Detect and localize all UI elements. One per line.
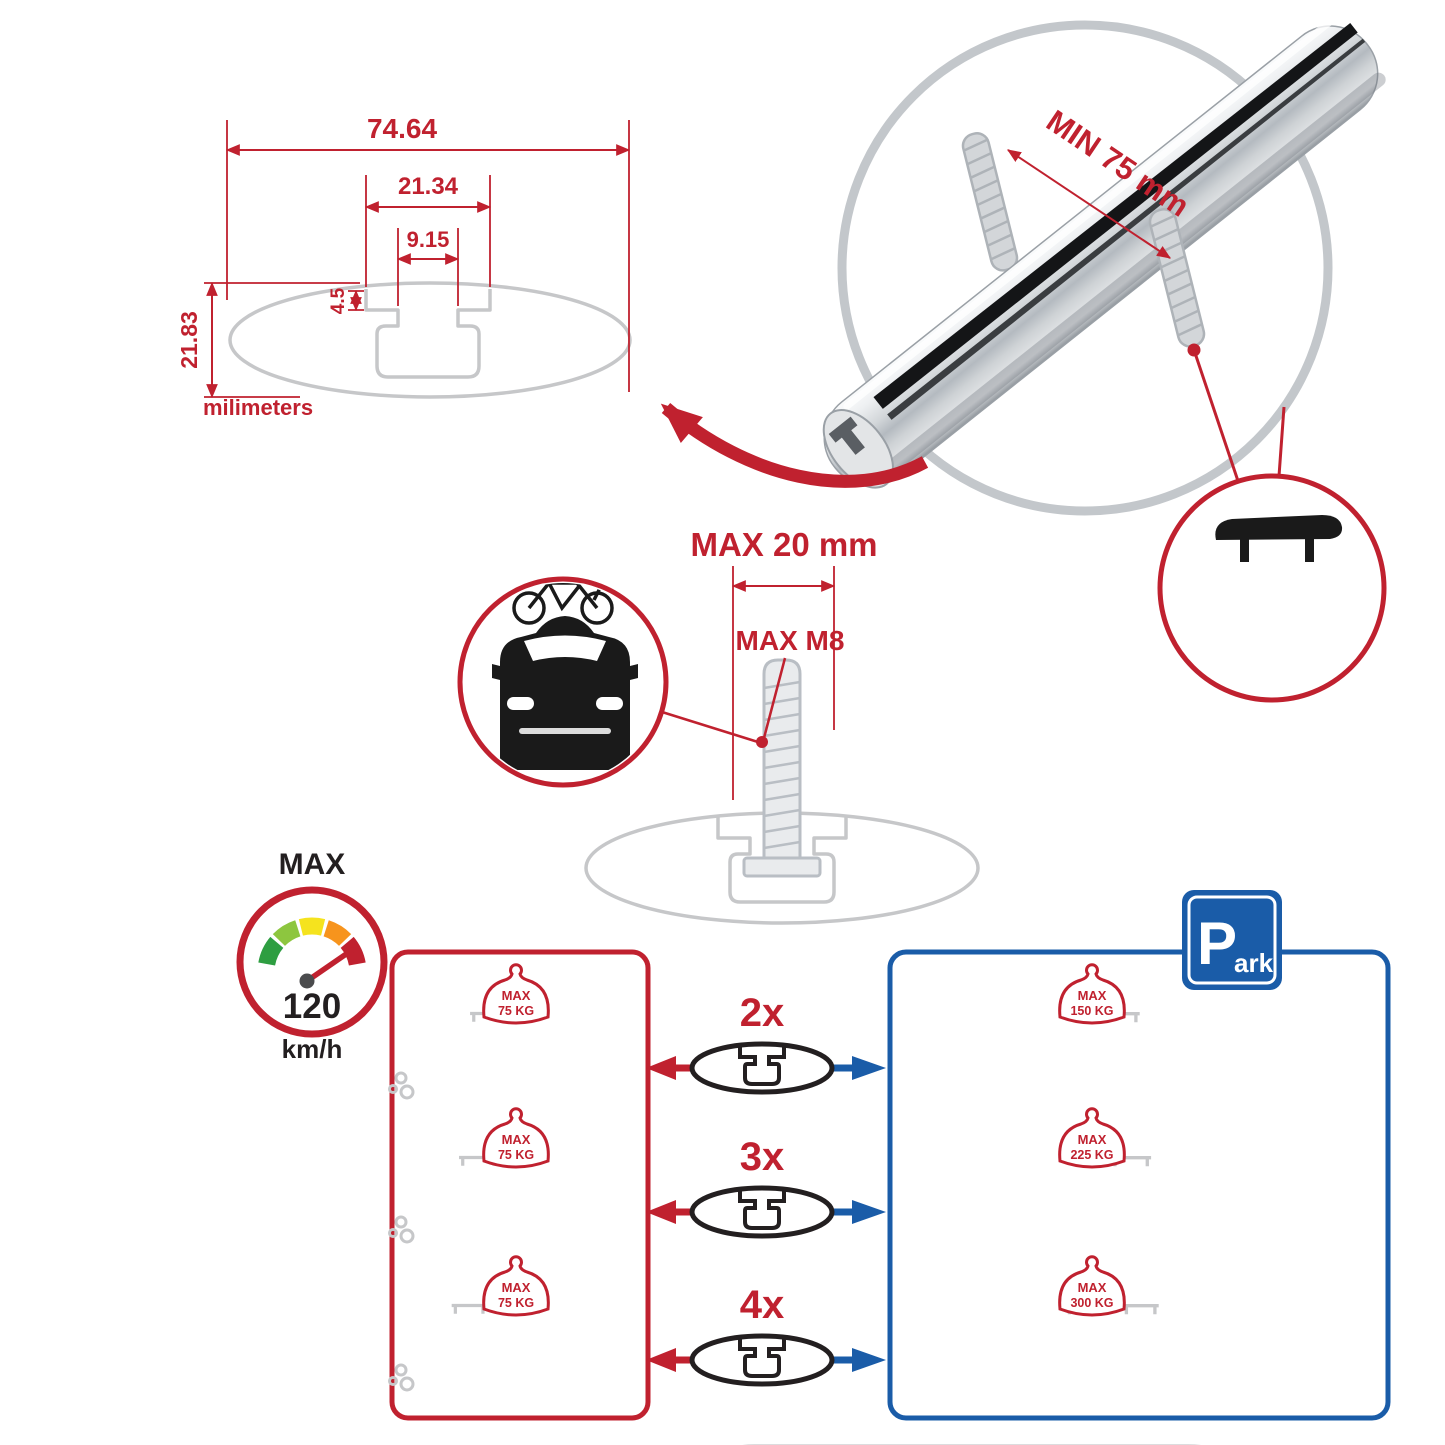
cross-section-drawing: 74.64 21.34 9.15 4.5 21.83 milimeters xyxy=(176,113,632,420)
roof-load-badge-driving-3: MAX 75 KG xyxy=(482,1255,550,1317)
speedometer-ring xyxy=(236,886,388,1038)
thread-leader-lines xyxy=(661,657,787,744)
svg-text:75 KG: 75 KG xyxy=(498,1004,534,1018)
svg-text:MAX: MAX xyxy=(1078,988,1107,1003)
roof-load-badge-driving-2: MAX 75 KG xyxy=(482,1107,550,1169)
row-multiplier-3: 4x xyxy=(740,1283,785,1327)
svg-text:MAX: MAX xyxy=(1078,1280,1107,1295)
park-sign: P ark xyxy=(1182,890,1282,990)
dim-channel-width: 21.34 xyxy=(364,173,492,287)
svg-text:MAX: MAX xyxy=(502,1280,531,1295)
speed-value: 120 xyxy=(283,987,341,1026)
thread-callout-dot xyxy=(756,736,768,748)
row-multiplier-1: 2x xyxy=(740,991,785,1035)
driving-panel xyxy=(389,949,651,1421)
dim-slot-width-value: 9.15 xyxy=(407,227,450,252)
row-multiplier-2: 3x xyxy=(740,1135,785,1179)
speed-units: km/h xyxy=(282,1034,343,1064)
roof-load-badge-driving-1: MAX 75 KG xyxy=(482,963,550,1025)
crossbar-count-icon-row-3 xyxy=(646,1336,886,1384)
dim-channel-width-value: 21.34 xyxy=(398,173,459,200)
curved-arrow xyxy=(660,403,929,488)
threaded-bolt-icon xyxy=(742,658,822,878)
dim-slot-width: 9.15 xyxy=(396,227,460,306)
aluminum-crossbar xyxy=(822,14,1386,489)
max-length-label: MAX 20 mm xyxy=(690,526,877,563)
car-front-icon xyxy=(492,616,638,770)
dim-total-width: 74.64 xyxy=(225,113,631,392)
dim-total-width-value: 74.64 xyxy=(367,113,437,144)
callout-connectors xyxy=(1192,349,1286,482)
svg-text:300 KG: 300 KG xyxy=(1070,1296,1113,1310)
dim-max-length: MAX 20 mm xyxy=(690,526,878,800)
dim-lip-height: 4.5 xyxy=(328,287,364,314)
crossbar-count-icon-row-2 xyxy=(646,1188,886,1236)
svg-text:150 KG: 150 KG xyxy=(1070,1004,1113,1018)
svg-text:75 KG: 75 KG xyxy=(498,1148,534,1162)
svg-text:MAX: MAX xyxy=(502,1132,531,1147)
speedometer-needle xyxy=(304,947,355,984)
crossbar-count-icon-row-1 xyxy=(646,1044,886,1092)
speedometer: MAX 120 km/h xyxy=(236,848,388,1064)
suv-roofbox-circle xyxy=(1157,473,1387,703)
bolt-dimension-section: MAX 20 mm MAX M8 xyxy=(457,526,980,925)
car-bike-callout xyxy=(457,576,669,788)
park-sign-letter: P xyxy=(1197,910,1237,977)
speed-max-label: MAX xyxy=(279,848,346,881)
bike-icon xyxy=(512,583,614,625)
speedometer-pivot xyxy=(299,973,315,989)
speedometer-gauge-icon xyxy=(258,917,366,966)
units-label: milimeters xyxy=(203,395,313,420)
max-thread-label: MAX M8 xyxy=(736,625,845,656)
roof-load-badge-parked-3: MAX 300 KG xyxy=(1058,1255,1126,1317)
dim-total-height: 21.83 xyxy=(176,281,360,399)
svg-text:MAX: MAX xyxy=(1078,1132,1107,1147)
park-sign-suffix: ark xyxy=(1234,948,1274,978)
magnifier-circle xyxy=(837,20,1333,516)
roof-load-badge-parked-2: MAX 225 KG xyxy=(1058,1107,1126,1169)
svg-text:225 KG: 225 KG xyxy=(1070,1148,1113,1162)
suv-roofbox-callout xyxy=(1157,473,1387,703)
dim-total-height-value: 21.83 xyxy=(176,311,202,369)
dim-lip-height-value: 4.5 xyxy=(328,287,349,314)
svg-text:75 KG: 75 KG xyxy=(498,1296,534,1310)
profile-outline xyxy=(228,281,632,399)
suv-with-roofbox-icon xyxy=(1215,515,1343,562)
svg-text:MAX: MAX xyxy=(502,988,531,1003)
crossbar-detail-view: MIN 75 mm xyxy=(660,14,1386,516)
parked-panel xyxy=(887,949,1391,1421)
roof-load-badge-parked-1: MAX 150 KG xyxy=(1058,963,1126,1025)
